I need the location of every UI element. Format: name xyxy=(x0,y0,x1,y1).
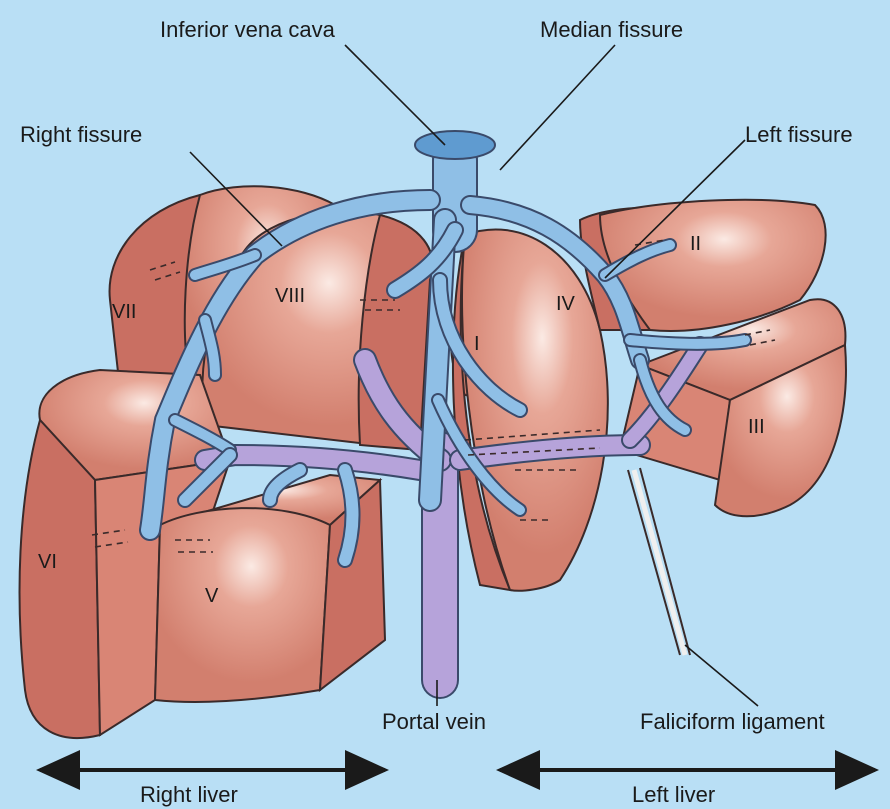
segment-i-label: I xyxy=(474,333,480,355)
segment-v-label: V xyxy=(205,585,219,607)
segment-iv-block xyxy=(453,229,608,590)
segment-vii-label: VII xyxy=(112,301,136,323)
segment-ii-label: II xyxy=(690,233,701,255)
segment-vi-label: VI xyxy=(38,551,57,573)
left-liver-label: Left liver xyxy=(632,782,715,807)
segment-iii-label: III xyxy=(748,416,765,438)
right-liver-label: Right liver xyxy=(140,782,238,807)
inferior-vena-cava-label: Inferior vena cava xyxy=(160,17,336,42)
ivc-opening xyxy=(415,131,495,159)
right-fissure-label: Right fissure xyxy=(20,122,142,147)
portal-vein-label: Portal vein xyxy=(382,709,486,734)
falciform-ligament-shape xyxy=(628,468,690,655)
median-fissure-label: Median fissure xyxy=(540,17,683,42)
faliciform-ligament-label: Faliciform ligament xyxy=(640,709,825,734)
left-fissure-label: Left fissure xyxy=(745,122,853,147)
segment-iv-label: IV xyxy=(556,293,576,315)
segment-viii-label: VIII xyxy=(275,285,305,307)
